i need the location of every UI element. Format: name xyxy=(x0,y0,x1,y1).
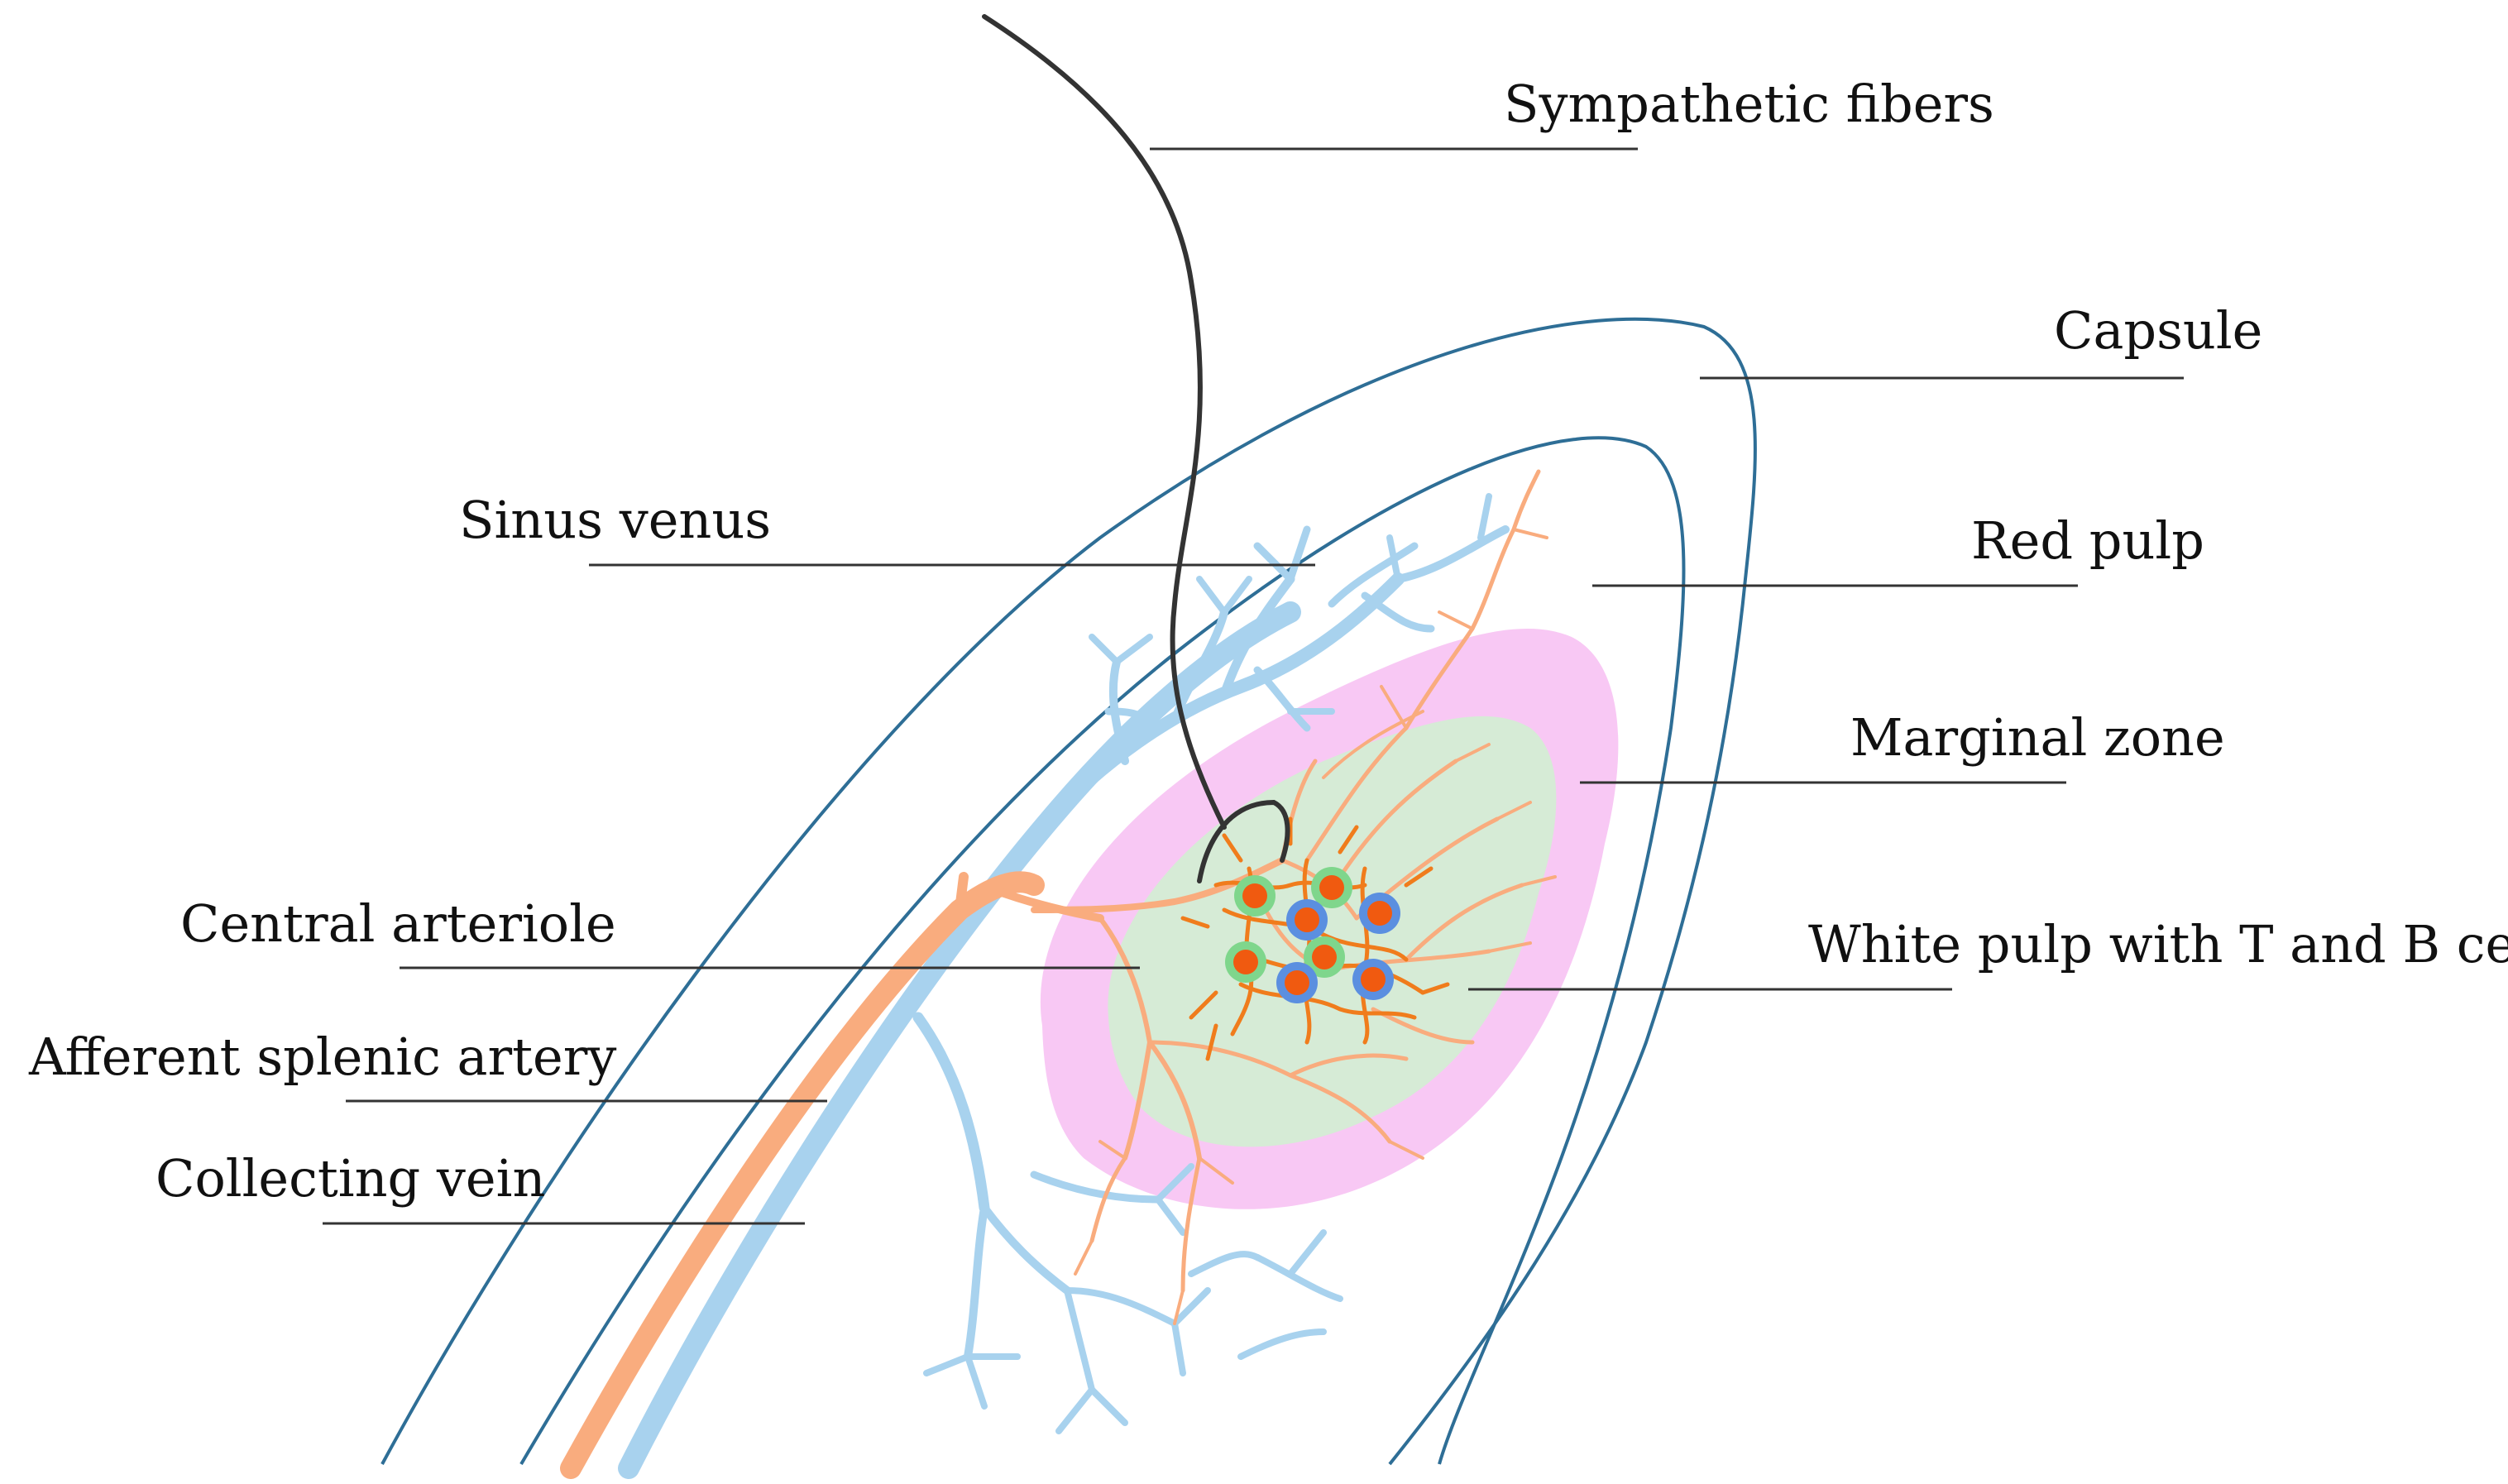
t-cell xyxy=(1234,875,1276,917)
arteriole-branch xyxy=(1180,1156,1202,1293)
b-cell xyxy=(1276,962,1318,1003)
sinus-venus-branch xyxy=(1030,1170,1162,1204)
lymphocytes xyxy=(1225,867,1400,1003)
sinus-venus-branch xyxy=(1196,576,1228,615)
arteriole-branch xyxy=(1496,801,1532,821)
sinus-venus-branch xyxy=(1253,542,1295,583)
diagram-labels: Sympathetic fibers Capsule Sinus venus R… xyxy=(28,74,2508,1209)
arteriole-branch xyxy=(1454,743,1491,763)
label-central-arteriole: Central arteriole xyxy=(180,893,616,954)
arteriole-branch xyxy=(1388,1140,1424,1160)
sinus-venus-branch xyxy=(1219,574,1295,700)
capsule xyxy=(381,317,1757,1466)
sinus-venus-branch xyxy=(1188,1251,1261,1277)
b-cell xyxy=(1286,899,1328,941)
arteriole-tangle-branch xyxy=(1180,916,1210,929)
arteriole-branch xyxy=(1338,759,1458,879)
sinus-venus-branch xyxy=(1171,1320,1186,1376)
sinus-venus-branch xyxy=(1286,525,1311,583)
sympathetic-fiber-line xyxy=(982,14,1227,830)
b-cell xyxy=(1352,959,1394,1000)
arteriole-branch xyxy=(1074,1239,1094,1276)
arteriole-branch xyxy=(1089,1156,1127,1243)
arteriole-branch xyxy=(1304,725,1409,863)
sympathetic-fiber-hook xyxy=(1197,799,1290,883)
arteriole-branch xyxy=(1147,1040,1293,1078)
sinus-venus-branch xyxy=(1064,1287,1095,1393)
b-cell xyxy=(1359,893,1400,934)
arteriole-branch xyxy=(1512,528,1548,539)
sinus-venus-branch xyxy=(1155,1163,1194,1203)
sinus-venus-branch xyxy=(1055,1386,1095,1434)
label-white-pulp: White pulp with T and B cells xyxy=(1808,914,2508,974)
sinus-venus-branch xyxy=(1328,542,1419,608)
label-marginal-zone: Marginal zone xyxy=(1850,707,2225,768)
arteriole-tangle-branch xyxy=(1238,982,1417,1020)
arteriole-tangle-branch xyxy=(1189,990,1218,1020)
sinus-venus-branch xyxy=(1386,534,1401,582)
arteriole-branch xyxy=(1122,1040,1152,1161)
sinus-venus-branch xyxy=(1089,634,1120,665)
arteriole-branch xyxy=(1288,1073,1392,1144)
sinus-venus-branch xyxy=(1394,525,1510,583)
sympathetic-fiber xyxy=(982,14,1290,883)
arteriole-branch xyxy=(1322,710,1424,779)
label-collecting-vein: Collecting vein xyxy=(156,1148,545,1209)
sinus-venus-branch xyxy=(923,1353,971,1376)
arteriole-branch xyxy=(1438,610,1474,630)
arteriole-branch xyxy=(1198,1156,1234,1185)
sinus-venus-branch xyxy=(980,1204,1071,1295)
sinus-venus-branch xyxy=(964,1353,988,1410)
sinus-venus-branch xyxy=(1155,1196,1186,1236)
label-sympathetic-fibers: Sympathetic fibers xyxy=(1504,74,1994,134)
artery-branch xyxy=(988,885,1104,922)
sinus-venus-branch xyxy=(1221,576,1252,615)
sinus-venus-branch xyxy=(1237,1328,1327,1360)
sinus-venus-branch xyxy=(1089,1386,1128,1426)
arteriole-branch xyxy=(1098,916,1152,1045)
arteriole-branch xyxy=(1147,1040,1202,1161)
arteriole-branch xyxy=(1520,875,1557,887)
sinus-venus-trunk xyxy=(1027,572,1405,842)
arteriole-branch xyxy=(1470,527,1516,631)
arteriole-tangle-branch xyxy=(1222,833,1243,863)
sinus-venus-branch xyxy=(964,1204,988,1361)
arteriole-tangle-branch xyxy=(1420,982,1450,995)
arteriole-tangle-branch xyxy=(1222,907,1409,962)
capsule-inner-outline xyxy=(519,436,1686,1466)
arteriole-tangle-branch xyxy=(1205,1023,1218,1061)
label-red-pulp: Red pulp xyxy=(1971,510,2204,571)
sinus-venus-branch xyxy=(1477,493,1492,541)
arteriole-tangle-branch xyxy=(1338,825,1359,854)
arteriole-branch xyxy=(1288,1053,1409,1078)
arteriole-branch xyxy=(1173,1289,1185,1325)
t-cell xyxy=(1304,936,1345,978)
leader-lines xyxy=(323,147,2184,1225)
sinus-venus-branch xyxy=(1287,1229,1327,1277)
label-capsule: Capsule xyxy=(2054,300,2262,361)
capsule-outer-outline xyxy=(381,317,1757,1466)
arteriole-tangle-branch xyxy=(1404,866,1433,888)
t-cell xyxy=(1225,941,1266,983)
sinus-venus-branch xyxy=(1113,634,1153,665)
arteriole-branch xyxy=(1404,883,1524,962)
t-cell xyxy=(1311,867,1352,908)
label-sinus-venus: Sinus venus xyxy=(459,490,771,550)
artery-branch xyxy=(955,872,969,915)
sinus-venus-branch xyxy=(1361,591,1435,633)
label-afferent-splenic-artery: Afferent splenic artery xyxy=(28,1027,616,1087)
sinus-venus-branch xyxy=(912,1012,990,1214)
sinus-venus-branch xyxy=(1253,666,1311,732)
sinus-venus-branch xyxy=(1104,707,1162,732)
arteriole-branch xyxy=(1511,469,1541,532)
sinus-venus-branch xyxy=(1064,1287,1178,1327)
arteriole-branch xyxy=(1098,1140,1127,1160)
sinus-venus-branch xyxy=(1254,1254,1343,1302)
arteriole-branch xyxy=(1487,941,1532,953)
sinus-venus-branch xyxy=(1171,1287,1211,1327)
